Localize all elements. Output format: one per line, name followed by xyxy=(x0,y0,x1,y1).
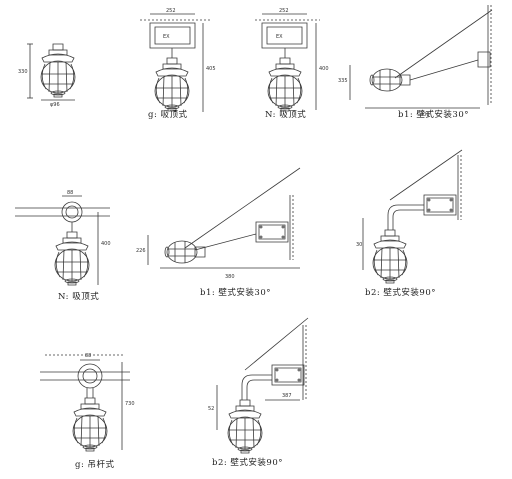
figure-9-wall-90 xyxy=(217,318,308,454)
dim-height: 335 xyxy=(338,78,348,84)
caption-fig6: b1: 壁式安装30° xyxy=(200,288,271,298)
dim-height: 226 xyxy=(136,248,146,254)
caption-fig8: g: 吊杆式 xyxy=(75,460,115,470)
caption-fig4: b1: 壁式安装30° xyxy=(398,110,469,120)
caption-fig7: b2: 壁式安装90° xyxy=(365,288,436,298)
dim-length: 387 xyxy=(282,393,292,399)
dim-height: 730 xyxy=(125,401,135,407)
figure-7-wall-90 xyxy=(363,150,462,284)
box-mark: EX xyxy=(276,34,283,40)
dim-height: 330 xyxy=(18,69,28,75)
dim-height: 400 xyxy=(319,66,329,72)
caption-fig5: N: 吸顶式 xyxy=(58,292,100,302)
caption-fig9: b2: 壁式安装90° xyxy=(212,458,283,468)
dim-height: 400 xyxy=(101,241,111,247)
dim-width: 88 xyxy=(67,190,73,196)
figure-1-lamp xyxy=(27,43,76,100)
dim-length: 400 xyxy=(420,112,430,118)
dim-height: 52 xyxy=(208,406,214,412)
box-mark: EX xyxy=(163,34,170,40)
figure-8-pendant xyxy=(40,355,130,452)
figure-6-wall-30 xyxy=(148,168,300,268)
dim-diameter: φ96 xyxy=(50,102,60,108)
figure-2-ceiling xyxy=(140,14,210,112)
caption-fig3: N: 吸顶式 xyxy=(265,110,307,120)
dim-width: 252 xyxy=(166,8,176,14)
dim-width: 252 xyxy=(279,8,289,14)
dim-height: 405 xyxy=(206,66,216,72)
figure-5-ceiling-pipe xyxy=(15,196,110,286)
figure-3-ceiling xyxy=(255,14,320,112)
dim-height: 30 xyxy=(356,242,362,248)
dim-width: 88 xyxy=(85,353,91,359)
dim-length: 380 xyxy=(225,274,235,280)
caption-fig2: g: 吸顶式 xyxy=(148,110,188,120)
figure-4-wall-30 xyxy=(350,5,492,108)
